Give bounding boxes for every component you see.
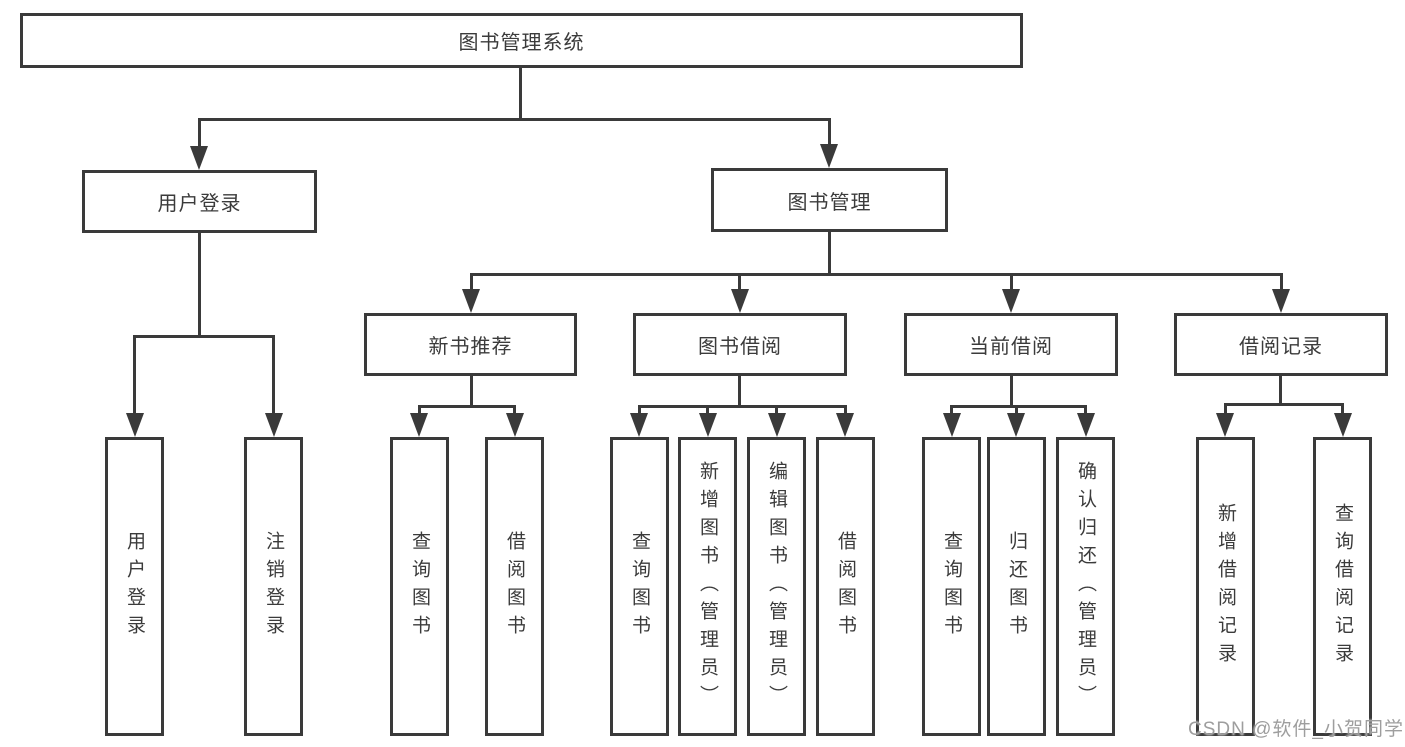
connector: [519, 68, 522, 121]
leaf-label: 查询图书: [941, 530, 962, 643]
connector: [470, 273, 473, 295]
connector: [638, 405, 641, 419]
connector: [1010, 376, 1013, 407]
arrowhead: [1216, 413, 1234, 437]
node-borrow-record: 借阅记录: [1174, 313, 1388, 376]
arrowhead: [731, 289, 749, 313]
leaf-label: 查询图书: [409, 530, 430, 643]
leaf-label: 借阅图书: [504, 530, 525, 643]
leaf-label: 新增图书（管理员）: [697, 460, 718, 713]
leaf-user-login: 用户登录: [105, 437, 164, 736]
leaf-label: 新增借阅记录: [1215, 502, 1236, 671]
leaf-label: 归还图书: [1006, 530, 1027, 643]
leaf-query-book-2: 查询图书: [610, 437, 669, 736]
arrowhead: [699, 413, 717, 437]
connector: [638, 405, 847, 408]
leaf-return-book: 归还图书: [987, 437, 1046, 736]
connector: [470, 376, 473, 407]
connector: [133, 335, 136, 419]
arrowhead: [768, 413, 786, 437]
connector: [418, 405, 421, 419]
arrowhead: [1007, 413, 1025, 437]
connector: [198, 233, 201, 337]
leaf-logout: 注销登录: [244, 437, 303, 736]
leaf-label: 查询图书: [629, 530, 650, 643]
arrowhead: [836, 413, 854, 437]
leaf-label: 查询借阅记录: [1332, 502, 1353, 671]
arrowhead: [265, 413, 283, 437]
leaf-query-book-1: 查询图书: [390, 437, 449, 736]
connector: [1280, 273, 1283, 295]
connector: [198, 118, 831, 121]
arrowhead: [126, 413, 144, 437]
csdn-watermark: CSDN @软件_小贺同学: [1188, 719, 1404, 740]
connector: [738, 273, 741, 295]
node-library-system: 图书管理系统: [20, 13, 1023, 68]
connector: [133, 335, 275, 338]
arrowhead: [1077, 413, 1095, 437]
connector: [198, 118, 201, 150]
leaf-query-borrow-record: 查询借阅记录: [1313, 437, 1372, 736]
leaf-label: 用户登录: [124, 530, 145, 643]
arrowhead: [462, 289, 480, 313]
connector: [950, 405, 1087, 408]
arrowhead: [410, 413, 428, 437]
arrowhead: [820, 144, 838, 168]
arrowhead: [506, 413, 524, 437]
arrowhead: [630, 413, 648, 437]
arrowhead: [1334, 413, 1352, 437]
leaf-query-book-3: 查询图书: [922, 437, 981, 736]
connector: [1224, 403, 1344, 406]
connector: [418, 405, 516, 408]
connector: [828, 232, 831, 275]
leaf-label: 注销登录: [263, 530, 284, 643]
node-user-login: 用户登录: [82, 170, 317, 233]
leaf-add-borrow-record: 新增借阅记录: [1196, 437, 1255, 736]
leaf-label: 编辑图书（管理员）: [766, 460, 787, 713]
leaf-borrow-book-1: 借阅图书: [485, 437, 544, 736]
connector: [775, 405, 778, 419]
connector: [844, 405, 847, 419]
connector: [828, 118, 831, 148]
connector: [1015, 405, 1018, 419]
connector: [1224, 403, 1227, 419]
arrowhead: [190, 146, 208, 170]
connector: [738, 376, 741, 407]
arrowhead: [1272, 289, 1290, 313]
arrowhead: [1002, 289, 1020, 313]
node-current-borrow: 当前借阅: [904, 313, 1118, 376]
connector: [1341, 403, 1344, 419]
connector: [513, 405, 516, 419]
leaf-borrow-book-2: 借阅图书: [816, 437, 875, 736]
connector: [272, 335, 275, 419]
leaf-label: 确认归还（管理员）: [1075, 460, 1096, 713]
node-new-book-recommend: 新书推荐: [364, 313, 577, 376]
connector: [950, 405, 953, 419]
connector: [470, 273, 1283, 276]
leaf-edit-book-admin: 编辑图书（管理员）: [747, 437, 806, 736]
connector: [1084, 405, 1087, 419]
leaf-label: 借阅图书: [835, 530, 856, 643]
connector: [1010, 273, 1013, 295]
leaf-confirm-return-admin: 确认归还（管理员）: [1056, 437, 1115, 736]
connector: [1279, 376, 1282, 405]
node-book-management: 图书管理: [711, 168, 948, 232]
node-book-borrow: 图书借阅: [633, 313, 847, 376]
connector: [706, 405, 709, 419]
leaf-add-book-admin: 新增图书（管理员）: [678, 437, 737, 736]
arrowhead: [943, 413, 961, 437]
